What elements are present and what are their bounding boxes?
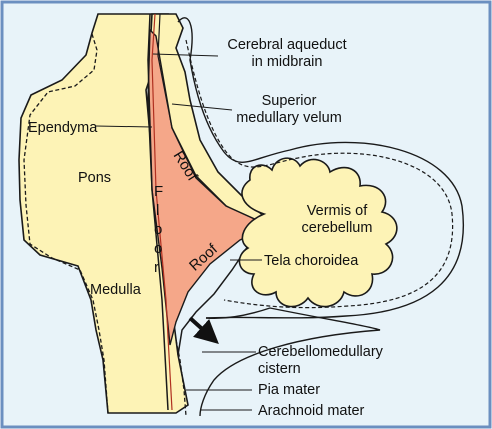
floor-letter-4: o: [154, 240, 163, 257]
label-vermis-line2: cerebellum: [301, 220, 373, 236]
label-superior-medullary-velum: Superior medullary velum: [224, 93, 354, 127]
label-cerebral-aqueduct: Cerebral aqueduct in midbrain: [212, 37, 362, 71]
label-vermis: Vermis of cerebellum: [282, 203, 392, 237]
floor-letter-3: o: [154, 221, 163, 238]
label-arachnoid-mater: Arachnoid mater: [258, 403, 365, 419]
label-floor-vertical: F l o o r: [154, 182, 163, 277]
leader-aqueduct: [152, 53, 219, 57]
cistern-arrow: [188, 316, 219, 345]
label-cisterna-line2: cistern: [258, 361, 301, 377]
label-velum-line2: medullary velum: [236, 110, 342, 126]
label-ependyma: Ependyma: [28, 120, 98, 136]
label-vermis-line1: Vermis of: [306, 203, 368, 219]
arachnoid-cerebellum: [177, 17, 464, 319]
label-pia-mater: Pia mater: [258, 382, 321, 398]
floor-letter-2: l: [156, 202, 160, 219]
arachnoid-lower: [199, 307, 381, 417]
label-cerebral-aqueduct-line2: in midbrain: [251, 54, 323, 70]
aqueduct-line: [147, 13, 169, 411]
pia-outline-left: [23, 33, 109, 414]
pia-lower: [175, 339, 187, 417]
ependyma-line: [151, 13, 173, 411]
leader-ependyma: [95, 125, 153, 128]
floor-letter-1: F: [154, 183, 164, 200]
label-pons: Pons: [78, 170, 112, 186]
fourth-ventricle: [147, 28, 272, 346]
label-tela-choroidea: Tela choroidea: [264, 253, 359, 269]
label-cisterna-line1: Cerebellomedullary: [258, 344, 383, 360]
canal-right-line: [157, 13, 173, 129]
label-cerebral-aqueduct-line1: Cerebral aqueduct: [227, 37, 347, 53]
label-cisterna: Cerebellomedullary cistern: [258, 344, 383, 378]
label-medulla: Medulla: [90, 282, 141, 298]
vermis-cerebellum: [238, 157, 398, 308]
label-velum-line1: Superior: [261, 93, 317, 109]
floor-letter-5: r: [154, 259, 159, 276]
pia-cerebellum: [185, 39, 454, 309]
leader-velum: [171, 103, 233, 111]
